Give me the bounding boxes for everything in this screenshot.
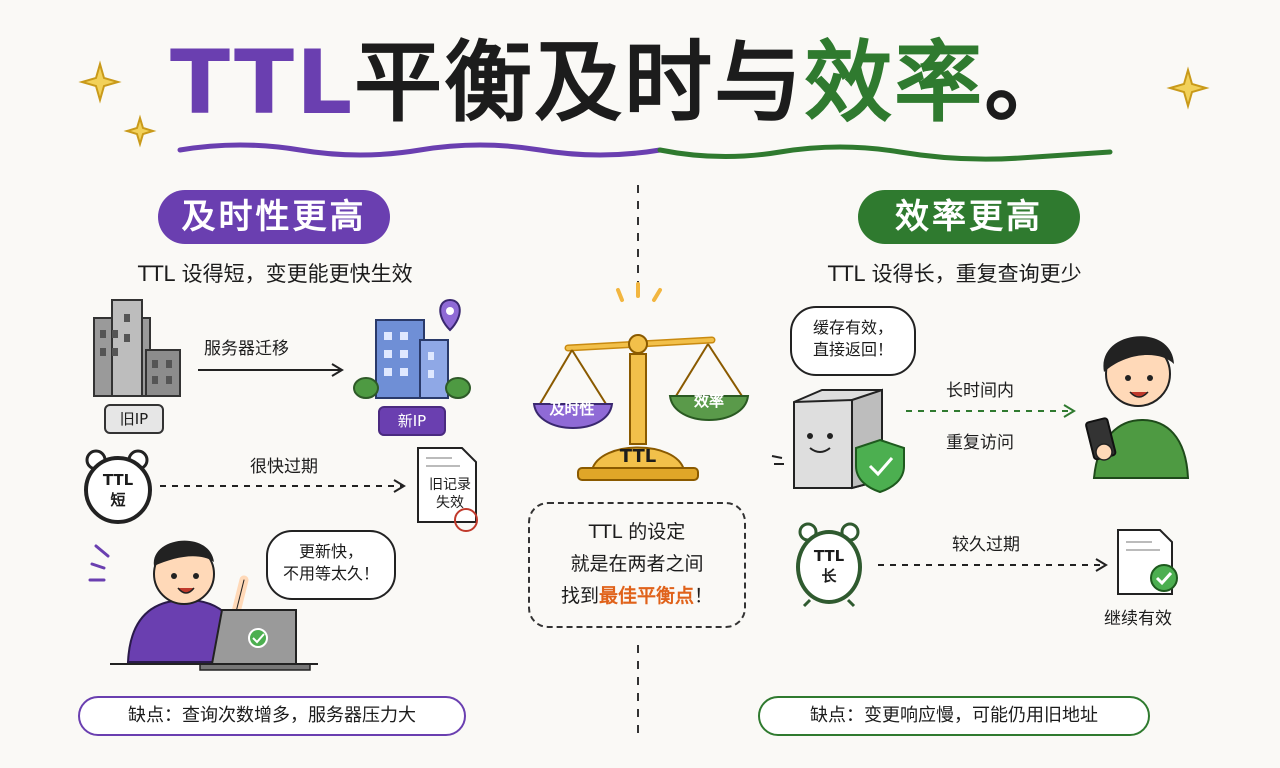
scale-base-label: TTL (619, 446, 657, 467)
title-underline-green (657, 144, 1113, 162)
old-ip-tag: 旧IP (104, 404, 164, 434)
right-heading: 效率更高 (858, 190, 1080, 244)
clock-text: TTL (102, 471, 134, 489)
left-drawback: 缺点：查询次数增多，服务器压力大 (78, 696, 466, 736)
expire-fast-label: 很快过期 (250, 457, 318, 477)
left-subtitle: TTL 设得短，变更能更快生效 (138, 262, 413, 286)
note-line: 就是在两者之间 (570, 553, 704, 575)
long-ttl-clock: TTL 长 (796, 530, 862, 604)
left-speech-bubble: 更新快， 不用等太久！ (266, 530, 396, 600)
pan-right-label: 效率 (693, 392, 724, 410)
balance-note-box: TTL 的设定 就是在两者之间 找到最佳平衡点！ (528, 502, 746, 628)
sparkle-icon (1166, 66, 1210, 110)
right-speech-bubble: 缓存有效， 直接返回！ (790, 306, 916, 376)
left-heading: 及时性更高 (158, 190, 390, 244)
developer-person-icon (88, 540, 318, 671)
bubble-line: 更新快， (298, 542, 363, 561)
title-ttl: TTL (170, 31, 355, 134)
repeat-visit-label: 重复访问 (946, 433, 1014, 453)
note-line: 找到最佳平衡点！ (530, 580, 744, 612)
pan-left-label: 及时性 (549, 400, 595, 418)
clock-text: 长 (821, 567, 837, 585)
doc-line: 旧记录 (429, 477, 471, 493)
sparkle-icon (123, 114, 157, 148)
sparkle-icon (78, 60, 122, 104)
title-end: 。 (984, 31, 1075, 134)
clock-text: 短 (110, 491, 126, 509)
title-middle: 平衡及时与 (354, 31, 805, 134)
balance-scale-icon (532, 282, 750, 481)
old-building-icon (93, 299, 181, 397)
old-record-text: 旧记录 失效 (424, 476, 476, 512)
title-underline (177, 142, 663, 158)
still-valid-label: 继续有效 (1104, 609, 1172, 629)
note-line: TTL 的设定 (588, 521, 686, 543)
location-pin-icon (439, 298, 461, 332)
old-record-document-icon (417, 447, 478, 532)
user-with-phone-icon (1085, 336, 1190, 479)
shield-check-icon (855, 438, 905, 494)
valid-document-icon (1117, 529, 1178, 595)
expire-slow-label: 较久过期 (952, 535, 1020, 555)
note-text: 找到 (560, 585, 599, 607)
bubble-line: 缓存有效， (812, 318, 893, 337)
short-ttl-clock: TTL 短 (84, 456, 152, 524)
new-building-icon (353, 319, 471, 399)
new-ip-tag: 新IP (378, 406, 446, 436)
right-subtitle: TTL 设得长，重复查询更少 (828, 262, 1082, 286)
bubble-line: 直接返回！ (812, 340, 893, 359)
doc-line: 失效 (436, 495, 464, 511)
clock-text: TTL (813, 547, 845, 565)
right-drawback: 缺点：变更响应慢，可能仍用旧地址 (758, 696, 1150, 736)
note-text: ！ (694, 585, 714, 607)
highlight-text: 最佳平衡点 (598, 585, 694, 607)
page-title: TTL平衡及时与效率。 (170, 28, 1130, 138)
bubble-line: 不用等太久！ (282, 564, 379, 583)
title-efficiency: 效率 (804, 31, 985, 134)
long-time-label: 长时间内 (946, 381, 1014, 401)
migration-label: 服务器迁移 (204, 339, 289, 359)
